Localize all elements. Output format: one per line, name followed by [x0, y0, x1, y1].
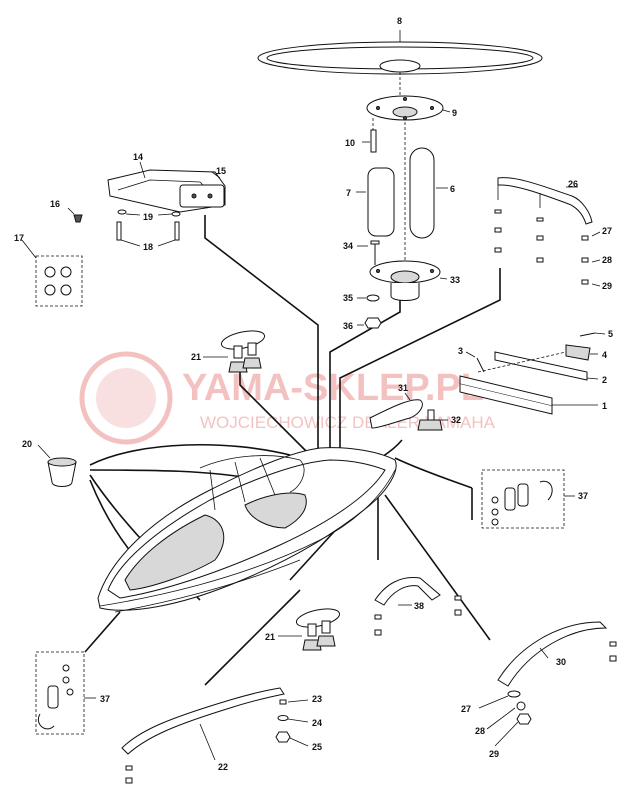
part-17-grommet-kit	[21, 239, 83, 307]
callout-35: 35	[343, 293, 353, 303]
part-36-nut	[357, 317, 382, 329]
part-6-cylinder	[409, 147, 448, 239]
part-15-clamp	[179, 171, 225, 208]
callout-14: 14	[133, 152, 143, 162]
callout-5: 5	[608, 329, 613, 339]
callout-28-lower: 28	[475, 726, 485, 736]
part-27-28-29-hardware-lower	[478, 690, 532, 747]
part-32-mount	[417, 409, 448, 431]
callout-30: 30	[556, 657, 566, 667]
callout-6: 6	[450, 184, 455, 194]
callout-2: 2	[602, 375, 607, 385]
callout-1: 1	[602, 401, 607, 411]
watermark-logo-icon	[79, 351, 173, 445]
callout-22: 22	[218, 762, 228, 772]
callout-19: 19	[143, 212, 153, 222]
part-2-rail	[494, 351, 599, 381]
part-35-washer	[357, 294, 380, 302]
part-3-screw	[465, 351, 485, 373]
part-1-rail	[459, 375, 598, 415]
part-8-ring	[257, 30, 543, 98]
callout-29-upper: 29	[602, 281, 612, 291]
boat-hull	[97, 447, 397, 613]
watermark-line1: YAMA-SKLEP.PL	[182, 367, 484, 409]
callout-25: 25	[312, 742, 322, 752]
watermark: YAMA-SKLEP.PL WOJCIECHOWICZ DEALER YAMAH…	[79, 351, 496, 445]
callout-27-lower: 27	[461, 704, 471, 714]
callout-15: 15	[216, 166, 226, 176]
part-37-tie-down-kit-right	[481, 469, 575, 529]
callout-10: 10	[345, 138, 355, 148]
part-34-bolt	[357, 240, 380, 265]
callout-27-upper: 27	[602, 226, 612, 236]
part-19-washers	[117, 209, 181, 217]
callout-21-upper: 21	[191, 352, 201, 362]
part-22-grab-rail	[121, 687, 285, 784]
part-33-pedestal-base	[369, 260, 448, 301]
callout-8: 8	[397, 16, 402, 26]
callout-24: 24	[312, 718, 322, 728]
callout-9: 9	[452, 108, 457, 118]
part-10-pin	[362, 118, 377, 153]
callout-32: 32	[451, 415, 461, 425]
callout-3: 3	[458, 346, 463, 356]
callout-26: 26	[568, 179, 578, 189]
part-31-tow-arch	[369, 392, 423, 429]
callout-38: 38	[414, 601, 424, 611]
part-18-screws	[116, 221, 180, 247]
callout-23: 23	[312, 694, 322, 704]
part-4-clip	[565, 344, 598, 361]
callout-21-lower: 21	[265, 632, 275, 642]
callout-20: 20	[22, 439, 32, 449]
part-9-pedestal-top	[366, 95, 451, 121]
callout-4: 4	[602, 350, 607, 360]
callout-16: 16	[50, 199, 60, 209]
part-23-24-25-hardware	[275, 699, 309, 747]
callout-17: 17	[14, 233, 24, 243]
part-16-fastener	[67, 207, 83, 223]
part-30-grab-rail	[497, 621, 617, 687]
part-21-cleat-lower	[278, 608, 341, 651]
part-5-pin	[579, 332, 606, 337]
part-7-cylinder	[356, 167, 395, 237]
callout-29-lower: 29	[489, 749, 499, 759]
callout-33: 33	[450, 275, 460, 285]
part-26-bow-rail	[494, 177, 601, 287]
part-38-grab-rail	[374, 576, 462, 636]
callout-37-right: 37	[578, 491, 588, 501]
callout-34: 34	[343, 241, 353, 251]
callout-7: 7	[346, 188, 351, 198]
part-37-tie-down-kit-left	[35, 651, 96, 735]
callout-31: 31	[398, 383, 408, 393]
part-20-cup-holder	[37, 444, 77, 487]
callout-37-left: 37	[100, 694, 110, 704]
part-21-cleat-upper	[203, 330, 266, 373]
callout-18: 18	[143, 242, 153, 252]
callout-28-upper: 28	[602, 255, 612, 265]
callout-36: 36	[343, 321, 353, 331]
leader-lines	[84, 215, 501, 686]
callout-label-set: 1 2 3 4 5 6 7 8 9 10 14 15 16 17 18 19 2…	[14, 16, 613, 772]
